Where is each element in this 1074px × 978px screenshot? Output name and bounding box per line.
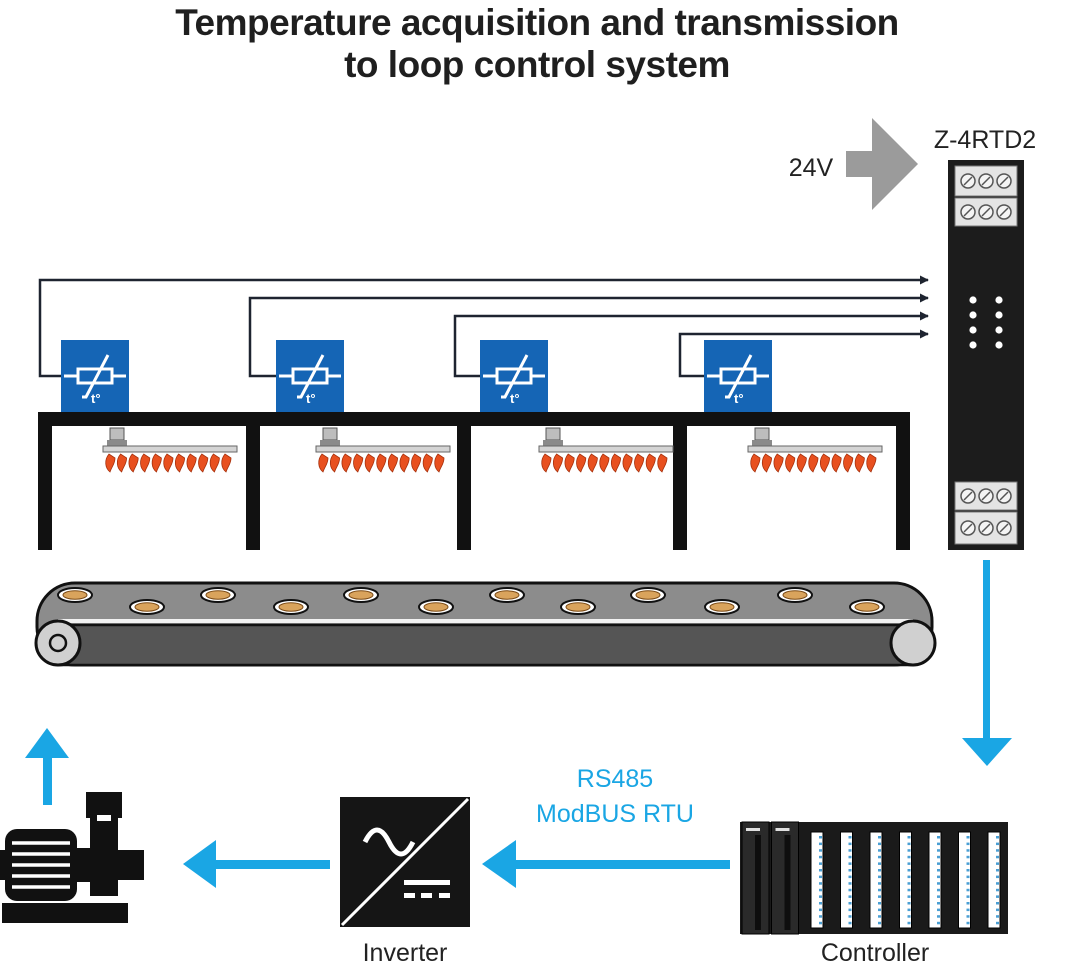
sensor-4-wire [678, 329, 929, 378]
flame-icon [750, 453, 761, 473]
flame-icon [341, 453, 352, 473]
title-line-1: Temperature acquisition and transmission [175, 2, 899, 43]
flame-icon [785, 453, 796, 473]
heater-2 [315, 427, 451, 473]
rtd-sensors: t° t° t° t° [61, 340, 772, 412]
inverter-label: Inverter [363, 939, 448, 967]
flame-icon [634, 453, 645, 473]
flame-icon [105, 453, 116, 473]
oven-frame [38, 412, 910, 550]
sensor-temp-symbol: t° [510, 391, 520, 406]
conveyor-right-roller [889, 619, 937, 667]
sensor-1-wire [38, 275, 929, 378]
flame-icon [819, 453, 831, 473]
flame-icon [364, 453, 375, 473]
thermistor-icon [82, 354, 110, 399]
heater-4 [747, 427, 883, 473]
dc-icon [404, 880, 450, 898]
heater-3 [538, 427, 674, 473]
rtd-sensor-1: t° [61, 340, 129, 412]
status-leds [969, 296, 1003, 349]
flame-icon [854, 453, 865, 473]
thermistor-icon [501, 354, 529, 399]
thermistor-icon [725, 354, 753, 399]
controller-plc-rack [740, 821, 1008, 935]
flame-icon [128, 453, 139, 473]
bus-protocol-line-1: RS485 [577, 765, 653, 793]
flame-icon [140, 453, 151, 473]
flame-icon [399, 453, 410, 473]
conveyor-belt [34, 581, 937, 667]
device-name-label: Z-4RTD2 [934, 126, 1036, 154]
flame-icon [411, 453, 422, 473]
flame-icon [831, 453, 842, 473]
diagram-title: Temperature acquisition and transmission… [0, 2, 1074, 86]
ac-sine-icon [362, 827, 416, 857]
sensor-temp-symbol: t° [306, 391, 316, 406]
flame-icon [387, 453, 399, 473]
heater-1 [102, 427, 238, 473]
rtd-sensor-4: t° [704, 340, 772, 412]
flame-icon [657, 453, 668, 473]
flame-icon [564, 453, 575, 473]
supply-arrow [846, 118, 918, 210]
belt-products [57, 587, 885, 615]
flame-icon [221, 453, 232, 473]
inverter-symbol [340, 797, 470, 927]
controller-label: Controller [821, 939, 929, 967]
pump-discharge-arrow [25, 728, 69, 805]
module-output-arrow [962, 560, 1012, 766]
flame-icon [198, 453, 209, 473]
flame-icon [843, 453, 854, 473]
flame-icon [808, 453, 819, 473]
flame-icon [761, 453, 773, 473]
flame-icon [610, 453, 622, 473]
flame-icon [622, 453, 633, 473]
supply-voltage-label: 24V [789, 154, 834, 182]
bus-arrow [482, 840, 730, 888]
sensor-temp-symbol: t° [91, 391, 101, 406]
sensor-3-wire [453, 311, 929, 378]
bus-protocol-line-2: ModBUS RTU [536, 800, 694, 828]
flame-icon [209, 453, 220, 473]
flame-icon [552, 453, 564, 473]
flame-icon [151, 453, 162, 473]
sensor-wiring [38, 275, 929, 378]
flame-icon [796, 453, 807, 473]
thermistor-icon [297, 354, 325, 399]
flame-icon [174, 453, 186, 473]
flame-icon [186, 453, 197, 473]
flame-icon [434, 453, 445, 473]
rtd-sensor-2: t° [276, 340, 344, 412]
flame-icon [422, 453, 433, 473]
flame-icon [645, 453, 656, 473]
flame-icon [541, 453, 552, 473]
flame-icon [353, 453, 364, 473]
flame-icon [329, 453, 341, 473]
flame-icon [116, 453, 128, 473]
heater-bars [102, 427, 883, 473]
flame-icon [163, 453, 174, 473]
terminal-screws [960, 173, 1012, 536]
sensor-temp-symbol: t° [734, 391, 744, 406]
flame-icon [576, 453, 587, 473]
sensor-2-wire [248, 293, 929, 378]
flame-icon [599, 453, 610, 473]
flame-icon [866, 453, 877, 473]
flame-icon [773, 453, 784, 473]
inverter-output-arrow [183, 840, 330, 888]
z-4rtd2-module [948, 160, 1024, 550]
pump-motor-icon [0, 792, 144, 923]
flame-icon [318, 453, 329, 473]
flame-icon [376, 453, 387, 473]
rtd-sensor-3: t° [480, 340, 548, 412]
flame-icon [587, 453, 598, 473]
title-line-2: to loop control system [344, 44, 730, 85]
